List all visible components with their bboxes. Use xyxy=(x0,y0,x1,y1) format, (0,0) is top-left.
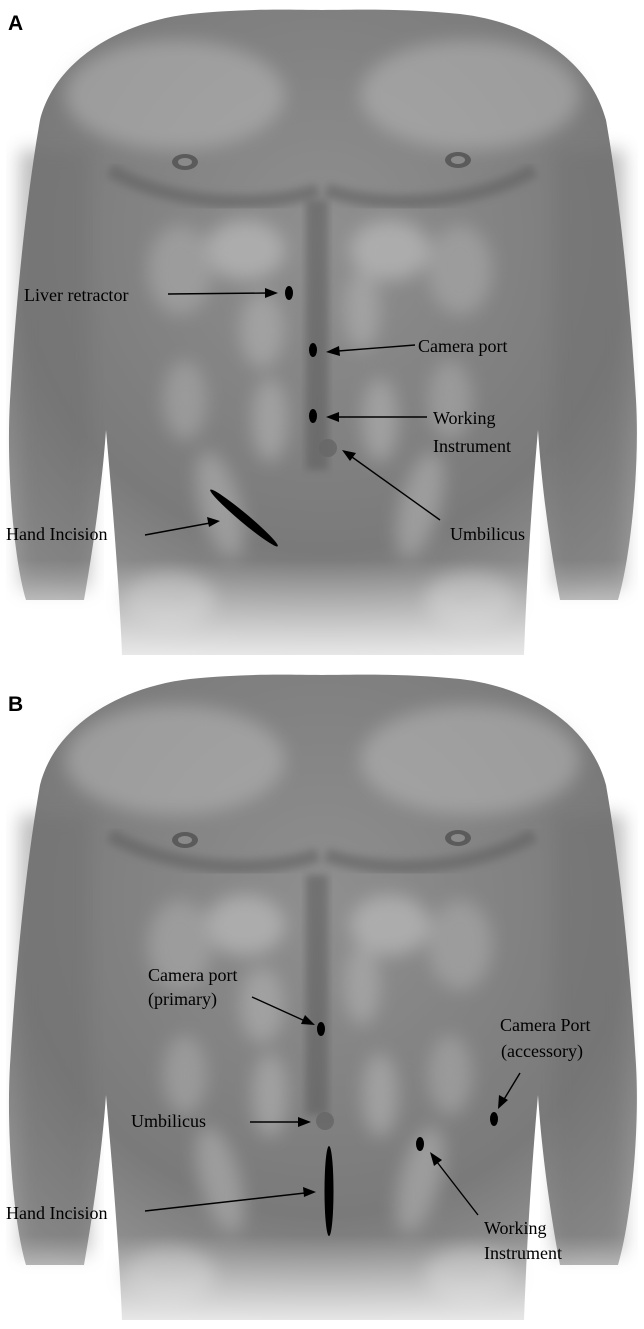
label-umbilicus: Umbilicus xyxy=(450,524,525,544)
umbilicus-mark xyxy=(319,439,337,457)
liver-retractor-port xyxy=(285,286,293,300)
panel-a: A Liver retractor Camera port Working In… xyxy=(0,0,644,664)
umbilicus-mark xyxy=(316,1112,334,1130)
label-camera-primary-line2: (primary) xyxy=(148,989,217,1010)
camera-port-primary-marker xyxy=(317,1022,325,1036)
label-umbilicus: Umbilicus xyxy=(131,1111,206,1131)
panel-letter-b: B xyxy=(8,693,23,716)
nipple-left xyxy=(172,154,198,170)
nipple-left xyxy=(172,832,198,848)
label-working-line1: Working xyxy=(484,1218,547,1238)
panel-b: B Camera port (primary) Camera Port (acc… xyxy=(0,665,644,1329)
label-camera-port: Camera port xyxy=(418,336,507,356)
camera-port-marker xyxy=(309,343,317,357)
label-liver-retractor: Liver retractor xyxy=(24,285,128,305)
panel-letter-a: A xyxy=(8,12,23,35)
label-hand-incision: Hand Incision xyxy=(6,524,107,544)
label-camera-accessory-line1: Camera Port xyxy=(500,1015,590,1035)
label-camera-primary-line1: Camera port xyxy=(148,965,237,985)
label-working-line1: Working xyxy=(433,408,496,428)
nipple-right xyxy=(445,152,471,168)
label-hand-incision: Hand Incision xyxy=(6,1203,107,1223)
camera-port-accessory-marker xyxy=(490,1112,498,1126)
nipple-right xyxy=(445,830,471,846)
working-instrument-port xyxy=(309,409,317,423)
label-working-line2: Instrument xyxy=(433,436,511,456)
torso-illustration-a: A Liver retractor Camera port Working In… xyxy=(0,0,644,664)
hand-incision-mark xyxy=(325,1146,334,1236)
label-working-line2: Instrument xyxy=(484,1243,562,1263)
label-camera-accessory-line2: (accessory) xyxy=(501,1041,583,1062)
working-instrument-port xyxy=(416,1137,424,1151)
torso-illustration-b: B Camera port (primary) Camera Port (acc… xyxy=(0,665,644,1329)
